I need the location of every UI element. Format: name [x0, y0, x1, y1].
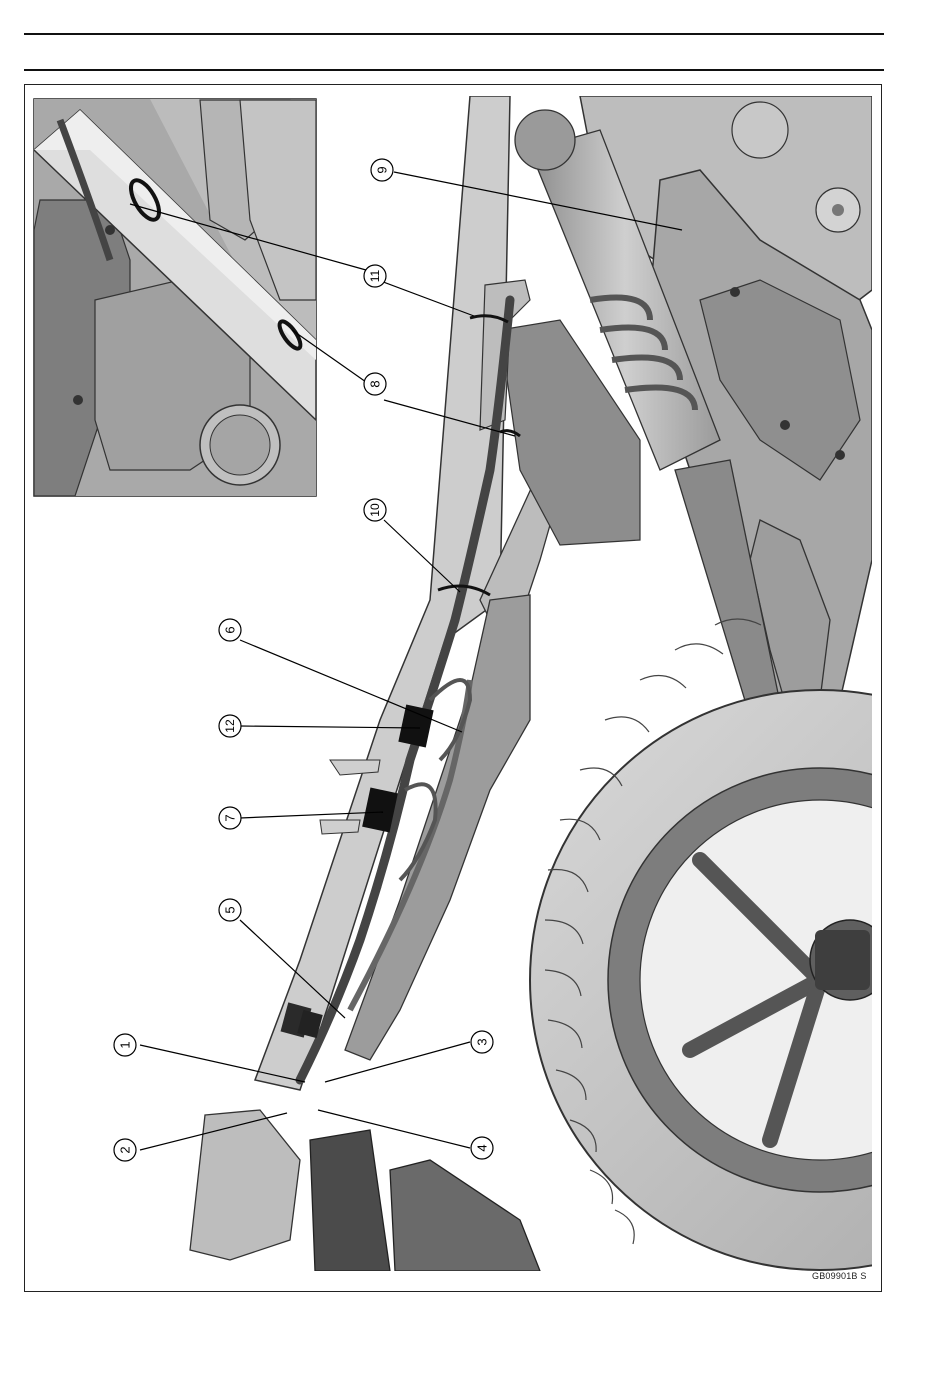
- callout-5: 5: [219, 899, 241, 921]
- inset-detail: [34, 99, 316, 496]
- svg-text:9: 9: [375, 166, 390, 173]
- svg-text:4: 4: [475, 1144, 490, 1151]
- callout-3: 3: [471, 1031, 493, 1053]
- callout-7: 7: [219, 807, 241, 829]
- callout-11: 11: [364, 265, 386, 287]
- callout-10: 10: [364, 499, 386, 521]
- svg-text:7: 7: [223, 814, 238, 821]
- svg-text:6: 6: [223, 626, 238, 633]
- svg-text:1: 1: [118, 1041, 133, 1048]
- svg-text:12: 12: [223, 719, 237, 733]
- callout-9: 9: [371, 159, 393, 181]
- callout-2: 2: [114, 1139, 136, 1161]
- svg-text:8: 8: [368, 380, 383, 387]
- callout-6: 6: [219, 619, 241, 641]
- callout-4: 4: [471, 1137, 493, 1159]
- callout-12: 12: [219, 715, 241, 737]
- svg-text:3: 3: [475, 1038, 490, 1045]
- figure-code: GB09901B S: [812, 1271, 867, 1281]
- svg-text:5: 5: [223, 906, 238, 913]
- svg-text:10: 10: [368, 503, 382, 517]
- svg-text:2: 2: [118, 1146, 133, 1153]
- callout-1: 1: [114, 1034, 136, 1056]
- callout-8: 8: [364, 373, 386, 395]
- svg-text:11: 11: [368, 269, 382, 282]
